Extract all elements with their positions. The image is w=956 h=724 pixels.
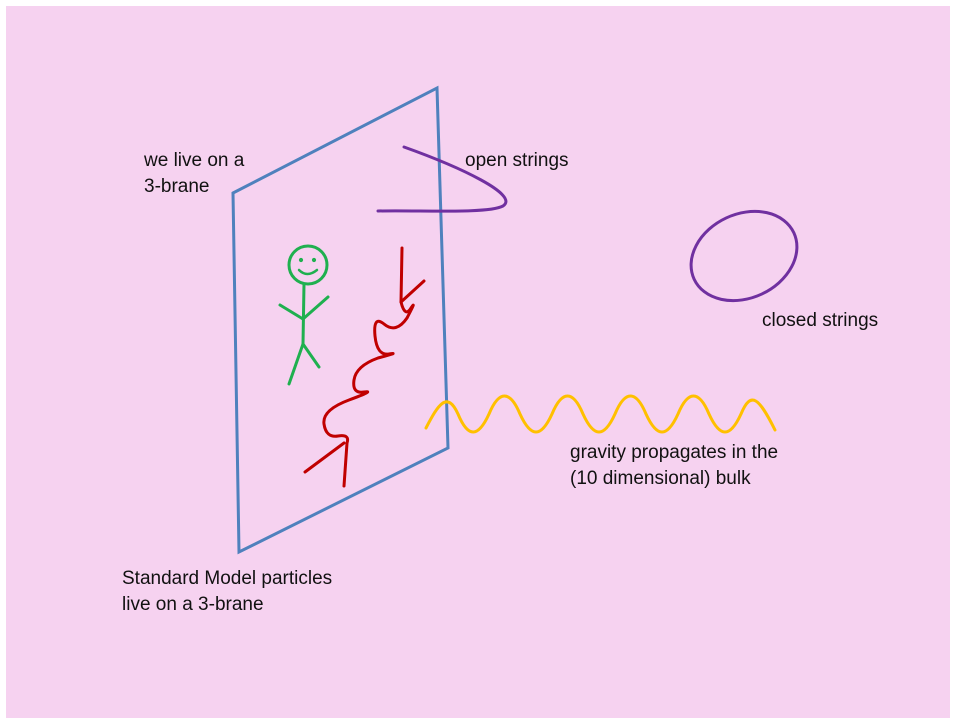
- stick-figure-head: [287, 244, 329, 286]
- photon-wave: [322, 246, 415, 488]
- stick-figure-left-arm: [278, 303, 305, 321]
- three-brane: [231, 85, 450, 555]
- photon-top-arrow-arm: [399, 279, 426, 304]
- stick-figure-body: [301, 282, 306, 346]
- graviton-wave: [424, 394, 777, 434]
- standard-model-label: Standard Model particles live on a 3-bra…: [122, 566, 332, 618]
- brane-note-line-1: we live on a: [144, 150, 245, 171]
- gravity-line-2: (10 dimensional) bulk: [570, 468, 751, 489]
- slide-background: [6, 6, 950, 718]
- stick-figure-left-eye: [298, 257, 304, 263]
- photon-bottom-arrow-arm: [303, 441, 346, 474]
- stick-figure-smile: [297, 268, 319, 276]
- brane-note-label: we live on a 3-brane: [144, 148, 244, 200]
- stick-figure-right-arm: [301, 295, 330, 321]
- stick-figure-right-leg: [301, 342, 321, 369]
- closed-string: [689, 209, 799, 303]
- brane-note-line-2: 3-brane: [144, 176, 210, 197]
- standard-model-line-2: live on a 3-brane: [122, 594, 264, 615]
- stick-figure-icon: [278, 244, 330, 386]
- open-string: [376, 145, 508, 213]
- open-strings-label: open strings: [465, 150, 569, 171]
- gravity-label: gravity propagates in the (10 dimensiona…: [570, 440, 778, 492]
- gravity-line-1: gravity propagates in the: [570, 442, 779, 463]
- standard-model-line-1: Standard Model particles: [122, 568, 333, 589]
- stick-figure-left-leg: [287, 342, 305, 386]
- stick-figure-right-eye: [311, 257, 317, 263]
- closed-strings-label: closed strings: [762, 310, 879, 331]
